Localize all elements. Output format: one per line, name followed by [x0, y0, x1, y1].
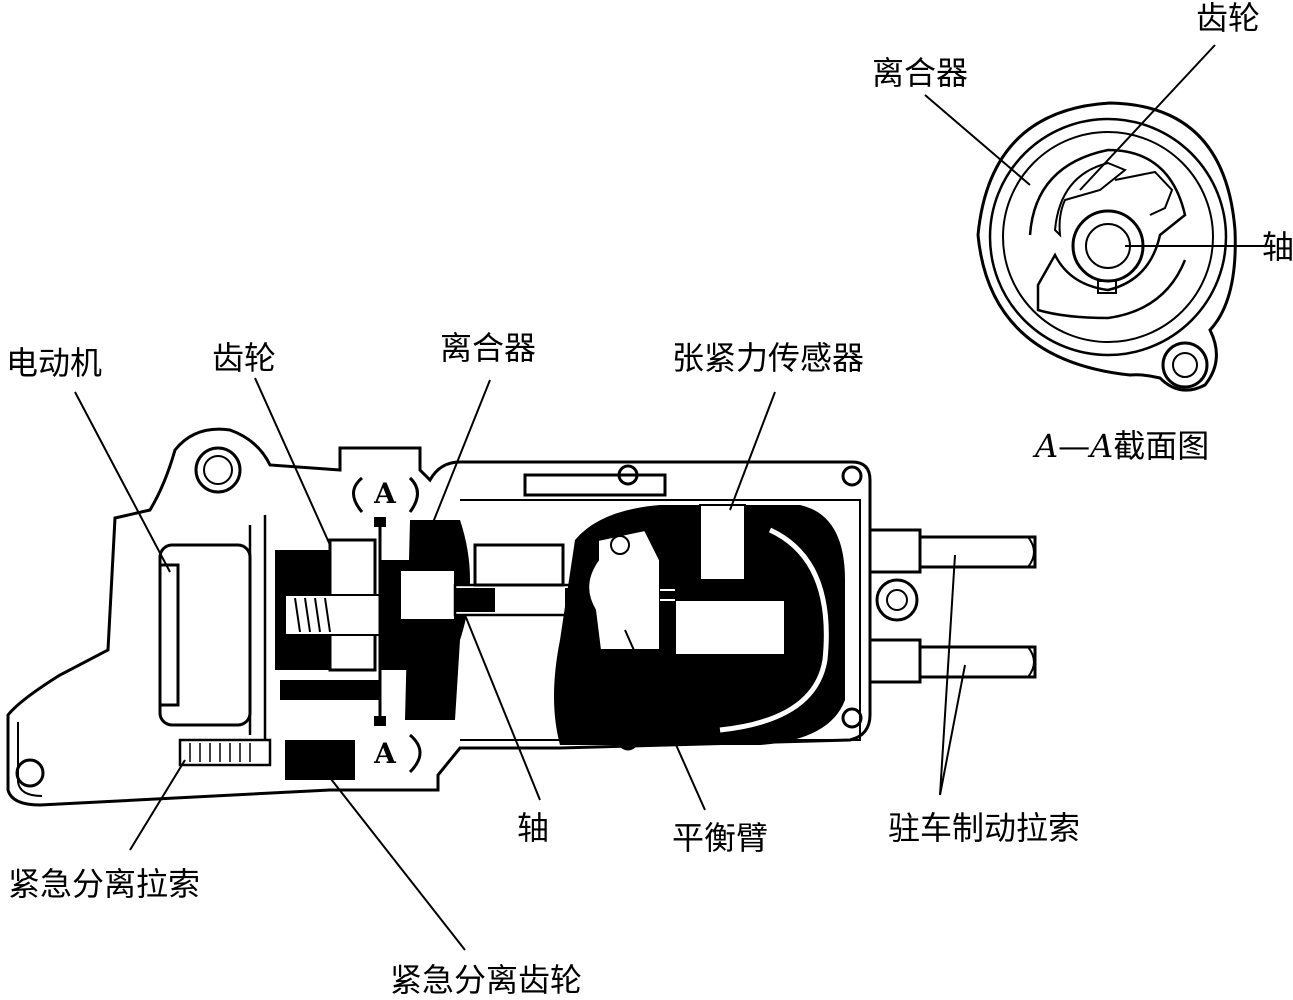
- section-label-clutch: 离合器: [872, 54, 969, 92]
- sensor-cavity: [554, 504, 845, 745]
- label-gear: 齿轮: [212, 339, 277, 377]
- label-parking-cable: 驻车制动拉索: [888, 809, 1081, 847]
- label-shaft: 轴: [517, 809, 550, 847]
- label-emergency-gear: 紧急分离齿轮: [390, 961, 583, 999]
- section-mark-bottom: A: [373, 737, 397, 770]
- label-balance-arm: 平衡臂: [672, 819, 769, 857]
- cable-fittings: [868, 528, 1037, 684]
- section-caption-text: 截面图: [1113, 427, 1210, 465]
- section-caption-a1: A: [1035, 427, 1059, 465]
- section-view-a-a: [976, 101, 1237, 392]
- section-label-gear: 齿轮: [1196, 0, 1261, 37]
- clutch-assembly: [352, 476, 470, 774]
- label-clutch: 离合器: [440, 329, 537, 367]
- section-mark-top: A: [373, 477, 397, 510]
- leader-lines: [74, 44, 1265, 951]
- section-caption-dash: —: [1058, 427, 1091, 465]
- label-emergency-cable: 紧急分离拉索: [8, 865, 201, 903]
- electric-motor: [158, 515, 267, 740]
- actuator-housing: [6, 427, 872, 807]
- label-motor: 电动机: [6, 344, 103, 382]
- section-caption: A—A截面图: [1035, 430, 1209, 462]
- section-caption-a2: A: [1090, 427, 1114, 465]
- section-label-shaft: 轴: [1262, 228, 1293, 266]
- label-tension-sensor: 张紧力传感器: [672, 339, 865, 377]
